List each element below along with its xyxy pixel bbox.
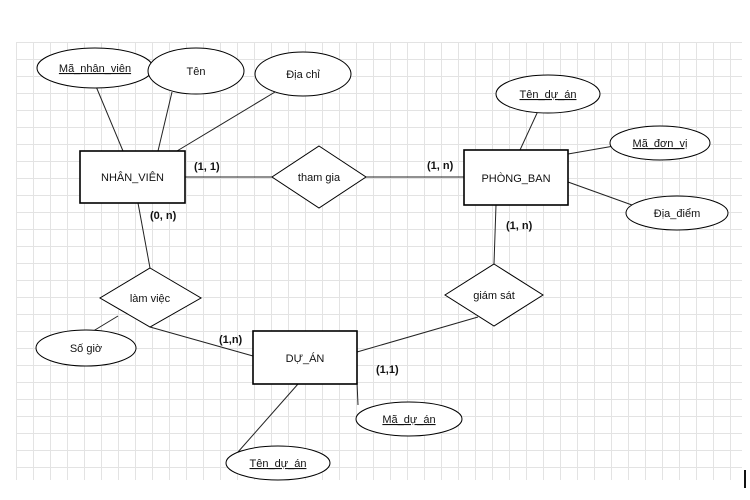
relationship-lam-viec[interactable]: làm việc [99,267,202,328]
entity-nhan-vien[interactable]: NHÂN_VIÊN [79,150,186,204]
attribute-ellipse [495,74,601,114]
attribute-label: Tên [187,66,206,78]
attribute-ten-du-an-phong-ban[interactable]: Tên_dự_án [495,74,601,114]
entity-box [252,330,358,385]
entity-label: PHÒNG_BAN [481,172,550,185]
edge-phongban-madonvi [567,145,615,155]
attribute-ellipse [355,401,463,437]
attribute-label: Địa_điểm [654,208,700,220]
connector-lines [84,83,633,453]
attribute-ellipse [225,445,331,481]
edge-nhanvien-lamviec [137,202,151,269]
attribute-ma-don-vi[interactable]: Mã_đơn_vị [609,125,711,161]
attribute-ellipse [625,195,729,231]
edge-nhanvien-ten [157,91,173,152]
attribute-label: Số giờ [70,343,102,355]
relationship-diamond [444,263,544,327]
attribute-dia-chi[interactable]: Địa chỉ [254,51,352,97]
relationship-label: làm việc [130,293,171,305]
attribute-label: Mã_nhân_viên [59,63,131,75]
entity-box [79,150,186,204]
edge-lamviec-duan [149,326,254,357]
entity-label: NHÂN_VIÊN [101,171,164,184]
relationship-diamond [271,145,367,209]
cardinality-phongban-thamgia: (1, n) [427,160,454,172]
relationship-giam-sat[interactable]: giám sát [444,263,544,327]
attribute-ellipse [35,329,137,367]
edge-duan-maduan [356,381,359,406]
entity-box [463,149,569,206]
edge-duan-tenduan [237,383,299,453]
grid-background [16,42,742,480]
cardinality-nhanvien-thamgia: (1, 1) [194,161,220,173]
cardinality-nhanvien-lamviec: (0, n) [150,210,177,222]
attribute-label: Tên_dự_án [250,458,307,470]
cardinality-phongban-giamsat: (1, n) [506,220,533,232]
attribute-ellipse [609,125,711,161]
attribute-label: Tên_dự_án [520,89,577,101]
attribute-ma-du-an[interactable]: Mã_dự_án [355,401,463,437]
relationship-label: giám sát [473,290,515,302]
attribute-ma-nhan-vien[interactable]: Mã_nhân_viên [36,47,154,89]
attribute-ten-du-an[interactable]: Tên_dự_án [225,445,331,481]
edge-phongban-diadiem [567,181,633,206]
attribute-label: Mã_đơn_vị [633,138,688,150]
entity-du-an[interactable]: DỰ_ÁN [252,330,358,385]
cardinality-duan-lamviec: (1,n) [219,334,243,346]
relationship-label: tham gia [298,172,341,184]
attribute-label: Địa chỉ [286,69,320,81]
cardinality-duan-giamsat: (1,1) [376,364,399,376]
edge-giamsat-duan [356,316,479,353]
relationship-diamond [99,267,202,328]
attribute-ellipse [147,47,245,95]
attribute-ten[interactable]: Tên [147,47,245,95]
text-cursor-icon [744,470,746,488]
entity-phong-ban[interactable]: PHÒNG_BAN [463,149,569,206]
edge-phongban-giamsat [493,204,497,265]
edge-nhanvien-ma [94,83,124,152]
attribute-dia-diem[interactable]: Địa_điểm [625,195,729,231]
attribute-ellipse [254,51,352,97]
edge-phongban-tenduan [519,110,539,151]
relationship-tham-gia[interactable]: tham gia [271,145,367,209]
attribute-label: Mã_dự_án [382,414,435,426]
attribute-so-gio[interactable]: Số giờ [35,329,137,367]
entity-label: DỰ_ÁN [286,352,325,365]
edge-nhanvien-diachi [176,91,276,152]
